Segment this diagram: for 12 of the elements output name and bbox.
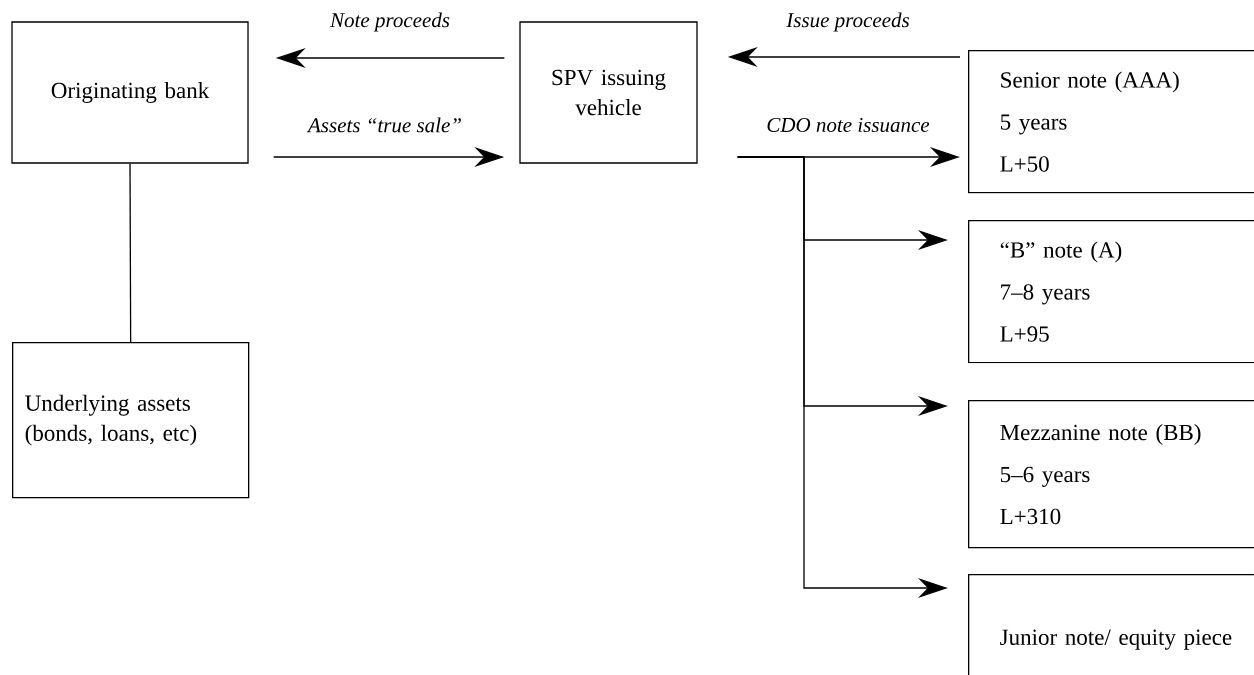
- process-box: Originating bank: [11, 21, 249, 164]
- connector-line: [129, 163, 132, 343]
- note-box: Mezzanine note (BB) 5–6 years L+310: [968, 400, 1254, 549]
- note-box: Junior note/ equity piece: [968, 574, 1254, 675]
- edge-label: Issue proceeds: [784, 10, 912, 34]
- note-box: “B” note (A) 7–8 years L+95: [968, 220, 1254, 364]
- edge-label: Note proceeds: [328, 10, 452, 34]
- process-box: Underlying assets (bonds, loans, etc): [12, 342, 250, 499]
- note-box: Senior note (AAA) 5 years L+50: [968, 50, 1254, 194]
- edge-label: Assets “true sale”: [306, 115, 464, 135]
- edge-label: CDO note issuance: [764, 115, 932, 135]
- process-box: SPV issuing vehicle: [519, 21, 698, 164]
